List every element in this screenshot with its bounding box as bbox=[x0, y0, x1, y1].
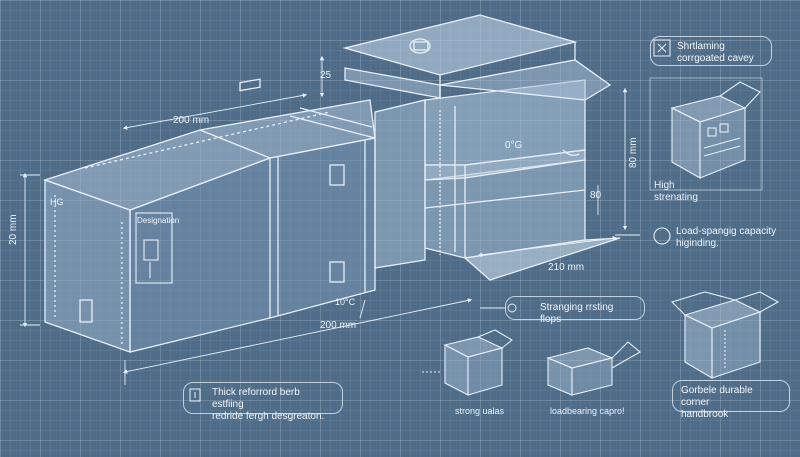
insert-mark-label: 0°G bbox=[505, 140, 523, 151]
flap-width-label: 210 mm bbox=[548, 262, 585, 273]
mini-load-label: loadbearing capro! bbox=[550, 406, 625, 416]
open-insert-module bbox=[342, 14, 621, 281]
load-capacity-text: Load-spangig capacity higinding. bbox=[676, 226, 777, 249]
height-left-label: 20 mm bbox=[8, 214, 19, 245]
side-panel-label: Designation bbox=[137, 216, 180, 225]
info-icon-reinforced bbox=[189, 388, 201, 402]
corner-line2: handbrook bbox=[681, 409, 729, 420]
right-height-label: 80 mm bbox=[628, 137, 639, 168]
corner-line1: Gorbele durable corner bbox=[681, 385, 753, 408]
end-panel-label: HG bbox=[50, 197, 64, 207]
high-strength-line2: strenating bbox=[654, 192, 698, 203]
callout-corrugated-text: Shrtlaming corrgoated cavey bbox=[677, 41, 754, 64]
reinforced-line2: redride fergh desgreaton. bbox=[212, 411, 325, 422]
callout-corrugated: Shrtlaming corrgoated cavey bbox=[650, 36, 772, 66]
callout-flaps: Stranging rrsting flops bbox=[505, 296, 645, 325]
length-bottom-label: 200 mm bbox=[320, 320, 357, 331]
temp-mark-label: 10°C bbox=[335, 297, 356, 307]
reinforced-line1: Thick reforrord berb estfiing bbox=[212, 387, 300, 410]
callout-corner: Gorbele durable corner handbrook bbox=[672, 380, 790, 420]
callout-flaps-text: Stranging rrsting flops bbox=[540, 302, 614, 325]
corner-detail-box bbox=[670, 291, 780, 379]
main-box bbox=[42, 78, 376, 353]
inner-height-label: 80 bbox=[590, 190, 602, 201]
right-detail-box bbox=[649, 77, 763, 245]
length-top-label: 200 mm bbox=[173, 115, 210, 126]
mini-box-load bbox=[546, 341, 641, 396]
lid-height-label: 25 bbox=[320, 70, 332, 81]
mini-box-strong bbox=[420, 329, 513, 396]
high-strength-line1: High bbox=[654, 180, 675, 191]
callout-reinforced: Thick reforrord berb estfiing redride fe… bbox=[183, 382, 343, 422]
dimension-lines bbox=[20, 55, 628, 385]
mini-strong-label: strong ualas bbox=[455, 406, 505, 416]
designation-panel bbox=[135, 212, 173, 284]
